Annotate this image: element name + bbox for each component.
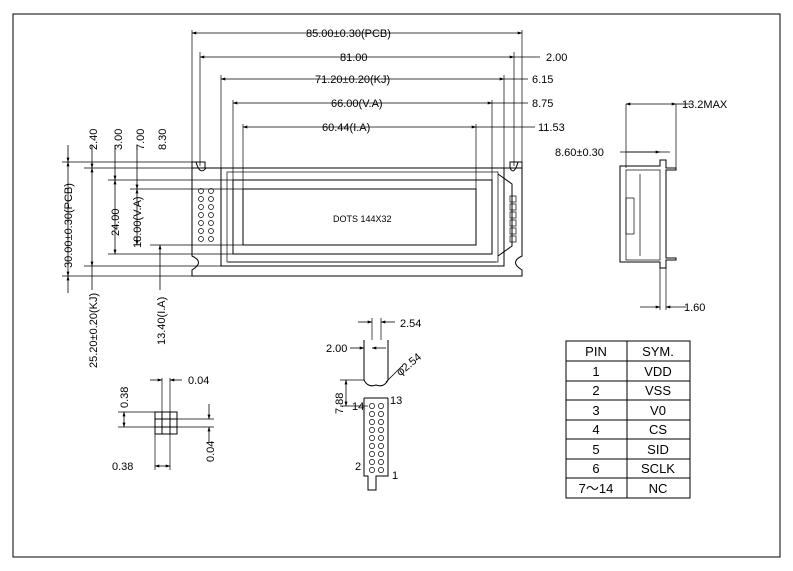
connector-pin-13: 13 [390,395,402,407]
dot-detail: 0.04 0.38 0.38 0.04 [112,375,217,473]
dim-v-8-30: 8.30 [157,129,169,150]
dot-pitch-top: 0.04 [188,375,209,387]
dot-size-h: 0.38 [112,461,133,473]
pin-table-cell: 4 [592,422,599,437]
pin-table-cell: 6 [592,461,599,476]
pin-table-cell: 5 [592,442,599,457]
connector-offset-x: 2.00 [326,343,347,355]
dim-ia-offset: 11.53 [538,122,565,134]
dim-hole-offset: 2.00 [546,52,567,64]
dim-kj-width: 71.20±0.20(KJ) [315,74,390,86]
dim-pin: 1.60 [684,302,705,314]
connector-hole-dia: φ2.54 [394,351,424,379]
pin-table-cell: 2 [592,383,599,398]
dim-kj-height: 25.20±0.20(KJ) [88,293,100,368]
connector-top-notch [363,340,389,387]
connector-pin-1: 1 [392,470,398,482]
side-view: 13.2MAX 8.60±0.30 1.60 [555,99,728,314]
connector-pin-14: 14 [352,401,364,413]
pin-table-header-pin: PIN [585,344,607,359]
dim-v-3-00: 3.00 [113,129,125,150]
pin-table-cell: SID [647,442,669,457]
dim-pcb-width: 85.00±0.30(PCB) [306,28,391,40]
connector-pitch: 2.54 [400,318,421,330]
dim-body-thickness: 8.60±0.30 [555,147,604,159]
dim-pcb-height: 30.00±0.30(PCB) [63,183,75,268]
pin-table-cell: VSS [645,383,671,398]
pin-table-cell: NC [649,481,668,496]
dim-va-offset: 8.75 [532,98,553,110]
mount-hole-tl [195,161,207,172]
dim-v-2-40: 2.40 [88,129,100,150]
connector-body [363,398,389,491]
pin-table-cell: V0 [650,403,666,418]
side-profile [619,159,677,269]
pin-table: PIN SYM. 1 VDD 2 VSS 3 V0 4 CS 5 SID 6 S… [565,340,691,499]
front-view: DOTS 144X32 [62,28,567,368]
connector-pin-2: 2 [355,461,361,473]
right-connector [497,173,513,257]
dim-hole-pitch: 81.00 [340,52,368,64]
pin-table-cell: 1 [592,364,599,379]
viewing-area [232,179,493,255]
dot-gap-v: 0.04 [205,441,217,462]
pin-table-cell: 3 [592,403,599,418]
mount-hole-tr [509,161,519,172]
dim-24-00: 24.00 [110,208,122,236]
dim-ia-width: 60.44(I.A) [322,122,370,134]
pin-table-cell: SCLK [641,461,675,476]
connector-detail: 2.54 2.00 φ2.54 7.88 14 13 2 1 [326,318,424,491]
sheet-border [12,13,781,558]
display-label: DOTS 144X32 [333,214,392,224]
dot-size-v: 0.38 [119,387,131,408]
connector-offset-y: 7.88 [334,393,346,414]
dim-va-height: 18.00(V.A) [132,196,144,248]
dim-max-thickness: 13.2MAX [682,99,728,111]
dim-v-7-00: 7.00 [135,129,147,150]
pin-table-header-sym: SYM. [642,344,674,359]
pin-table-cell: VDD [644,364,671,379]
pin-table-cell: CS [649,422,667,437]
image-area [242,188,477,246]
left-pin-pads [198,188,214,242]
dim-kj-offset: 6.15 [532,74,553,86]
pin-table-cell: 7～14 [579,481,614,496]
dim-va-width: 66.00(V.A) [331,98,383,110]
dim-ia-height: 13.40(I.A) [156,297,168,345]
